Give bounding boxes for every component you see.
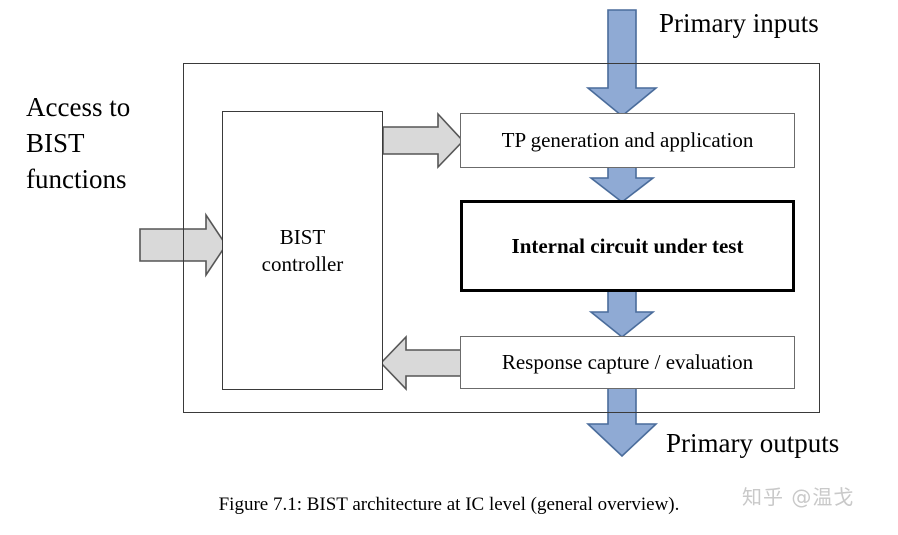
block-tp-generation-label: TP generation and application — [501, 128, 754, 152]
block-bist-controller-label: BIST controller — [261, 225, 344, 276]
block-response-capture-label: Response capture / evaluation — [501, 350, 754, 374]
label-primary-inputs: Primary inputs — [659, 8, 819, 38]
block-bist-controller[interactable]: BIST controller — [222, 111, 383, 390]
block-internal-circuit-label: Internal circuit under test — [511, 233, 744, 258]
label-primary-outputs: Primary outputs — [666, 428, 840, 458]
block-tp-generation[interactable]: TP generation and application — [460, 113, 795, 168]
block-internal-circuit-under-test[interactable]: Internal circuit under test — [460, 200, 795, 292]
watermark: 知乎 @温戈 — [742, 485, 855, 509]
figure-caption: Figure 7.1: BIST architecture at IC leve… — [218, 494, 680, 515]
ic-boundary-frame — [183, 63, 820, 413]
block-response-capture[interactable]: Response capture / evaluation — [460, 336, 795, 389]
label-access-to-bist-functions: Access to BIST functions — [26, 92, 131, 194]
